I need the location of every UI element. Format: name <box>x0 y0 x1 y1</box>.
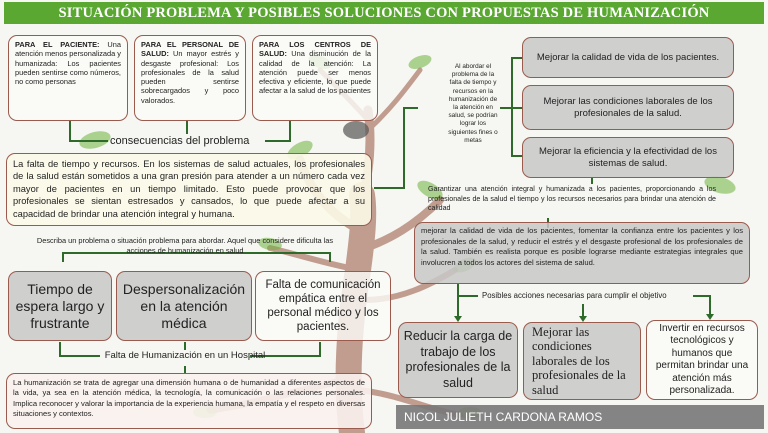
problem-statement-text: La falta de tiempo y recursos. En los si… <box>13 159 365 219</box>
cause-communication-box: Falta de comunicación empática entre el … <box>255 271 391 341</box>
goal-working-conditions-text: Mejorar las condiciones laborales de los… <box>543 95 713 119</box>
consequence-staff-box: PARA EL PERSONAL DE SALUD: Un mayor estr… <box>134 35 246 121</box>
humanization-definition-text: La humanización se trata de agregar una … <box>13 378 365 418</box>
problem-statement-box: La falta de tiempo y recursos. En los si… <box>6 153 372 226</box>
goal-quality-of-life-box: Mejorar la calidad de vida de los pacien… <box>522 37 734 78</box>
goal-efficiency-text: Mejorar la eficiencia y la efectividad d… <box>539 145 717 169</box>
action-improve-conditions-box: Mejorar las condiciones laborales de los… <box>523 322 641 400</box>
action-improve-conditions-text: Mejorar las condiciones laborales de los… <box>532 324 626 397</box>
page-title: SITUACIÓN PROBLEMA Y POSIBLES SOLUCIONES… <box>4 2 764 24</box>
guarantee-text: Garantizar una atención integral y human… <box>428 185 716 213</box>
action-reduce-workload-text: Reducir la carga de trabajo de los profe… <box>403 329 513 390</box>
actions-label: Posibles acciones necesarias para cumpli… <box>482 291 667 300</box>
improvement-text: mejorar la calidad de vida de los pacien… <box>421 226 743 267</box>
causes-label: Falta de Humanización en un Hospital <box>104 350 266 361</box>
action-invest-resources-box: Invertir en recursos tecnológicos y huma… <box>646 320 758 400</box>
cause-depersonalization-box: Despersonalización en la atención médica <box>116 271 252 341</box>
consequence-staff-head: PARA EL PERSONAL DE SALUD: <box>141 40 239 59</box>
cause-depersonalization-text: Despersonalización en la atención médica <box>122 280 246 331</box>
humanization-definition-box: La humanización se trata de agregar una … <box>6 373 372 429</box>
goal-efficiency-box: Mejorar la eficiencia y la efectividad d… <box>522 137 734 178</box>
consequence-centers-text: Una disminución de la calidad de la aten… <box>259 49 371 96</box>
action-invest-resources-text: Invertir en recursos tecnológicos y huma… <box>655 322 749 397</box>
author-name: NICOL JULIETH CARDONA RAMOS <box>396 405 764 429</box>
consequence-patient-head: PARA EL PACIENTE: <box>15 40 100 49</box>
consequence-staff-text: Un mayor estrés y desgaste profesional: … <box>141 49 239 105</box>
goal-quality-of-life-text: Mejorar la calidad de vida de los pacien… <box>536 51 720 63</box>
goal-working-conditions-box: Mejorar las condiciones laborales de los… <box>522 85 734 130</box>
improvement-text-box: mejorar la calidad de vida de los pacien… <box>414 222 750 284</box>
describe-problem-label: Describa un problema o situación problem… <box>36 236 334 255</box>
consequence-centers-box: PARA LOS CENTROS DE SALUD: Una disminuci… <box>252 35 378 121</box>
consequences-label: consecuencias del problema <box>110 135 250 147</box>
consequence-centers-head: PARA LOS CENTROS DE SALUD: <box>259 40 371 59</box>
action-reduce-workload-box: Reducir la carga de trabajo de los profe… <box>398 322 518 398</box>
consequence-patient-text: Una atención menos personalizada y human… <box>15 40 121 87</box>
consequence-patient-box: PARA EL PACIENTE: Una atención menos per… <box>8 35 128 121</box>
cause-communication-text: Falta de comunicación empática entre el … <box>265 279 381 333</box>
approach-text: Al abordar el problema de la falta de ti… <box>446 63 500 146</box>
cause-wait-time-box: Tiempo de espera largo y frustrante <box>8 271 112 341</box>
cause-wait-time-text: Tiempo de espera largo y frustrante <box>15 280 105 331</box>
